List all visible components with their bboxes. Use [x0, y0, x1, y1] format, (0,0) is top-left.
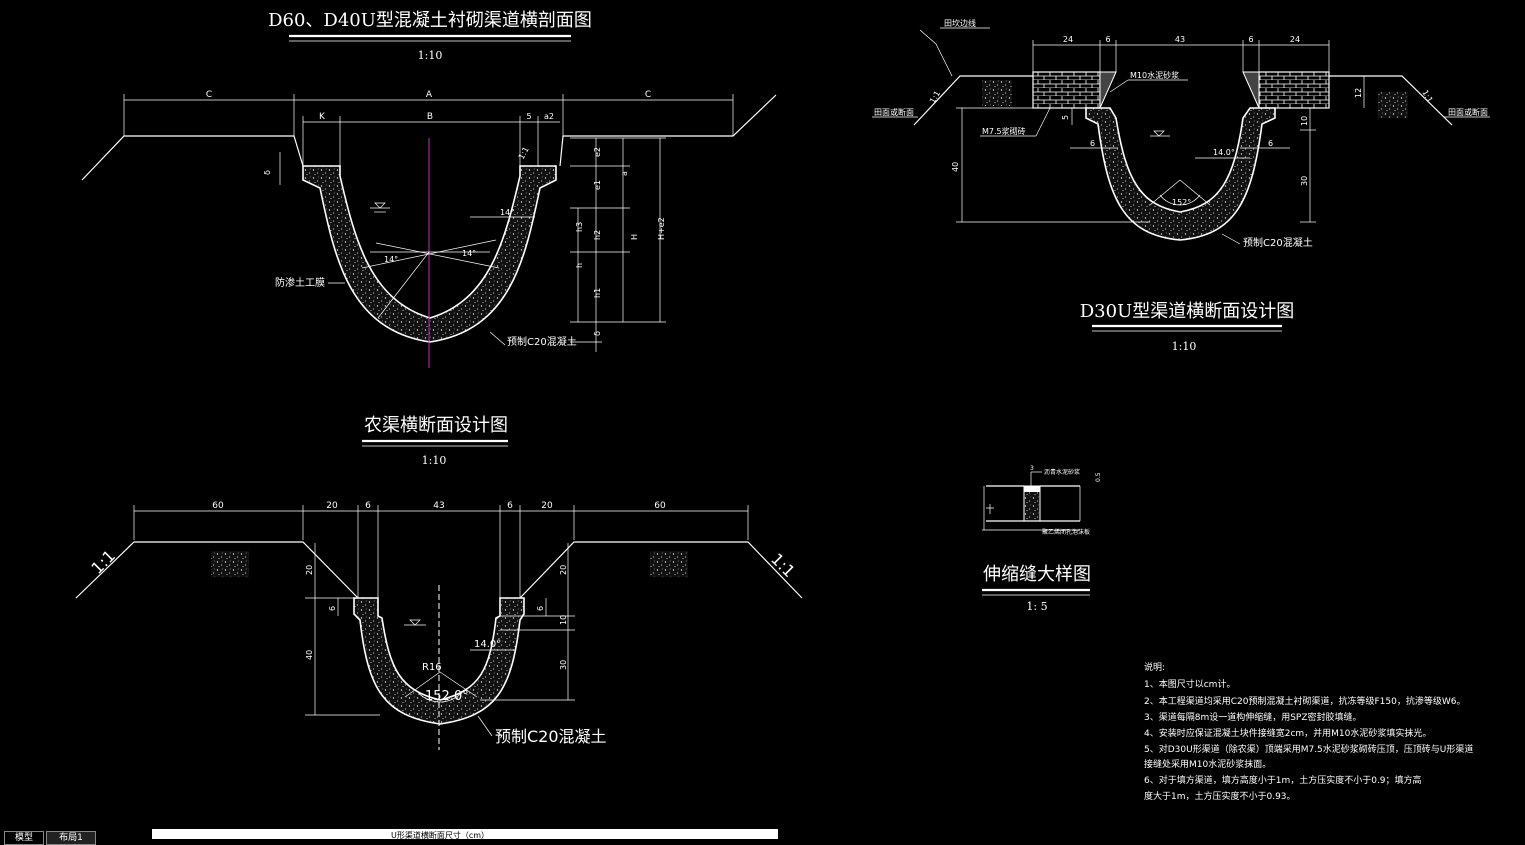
fig2-dim-left-20: 20 [305, 565, 314, 575]
fig2-dim-left-6: 6 [328, 606, 337, 611]
note-6b: 度大于1m，土方压实度不小于0.93。 [1144, 790, 1296, 802]
fig3-dim-ticks [1032, 40, 1330, 72]
note-4: 4、安装时应保证混凝土块件接缝宽2cm，并用M10水泥砂浆填实抹光。 [1144, 727, 1431, 739]
fig1-dim-5: 5 [526, 112, 531, 121]
fig3-dim-left-5: 5 [1061, 115, 1070, 120]
fig2-label-concrete: 预制C20混凝土 [495, 727, 607, 746]
fig3-dim-6-right: 6 [1248, 35, 1253, 44]
fig2-dim-20-left: 20 [326, 501, 338, 511]
fig1-dim-h3: h3 [575, 222, 584, 232]
notes-block: 说明: 1、本图尺寸以cm计。 2、本工程渠道均采用C20预制混凝土衬砌渠道，抗… [1144, 661, 1473, 802]
fig3-label-mortar: M10水泥砂浆 [1130, 70, 1179, 80]
fig2-dim-ticks [133, 505, 749, 598]
fig3-dim-right-10: 10 [1300, 116, 1309, 126]
fig2-dim-6-left: 6 [365, 501, 371, 511]
fig1-dim-h: h [575, 263, 584, 268]
fig4-dim-left: 3 [1030, 465, 1034, 472]
fig1-scale: 1:10 [418, 49, 443, 62]
note-3: 3、渠道每隔8m设一道构伸缩缝，用SPZ密封胶填缝。 [1144, 711, 1362, 723]
fig3-dim-right-12: 12 [1354, 88, 1363, 98]
fig1-angle-top: 14° [500, 208, 514, 217]
fig3-dim-6-left: 6 [1105, 35, 1110, 44]
fig2-dim-right-10: 10 [559, 615, 568, 625]
fig3-angle-side: 14.0° [1213, 148, 1235, 157]
notes-heading: 说明: [1144, 661, 1165, 673]
fig3-slope-left: 1:1 [928, 89, 942, 105]
fig1-dim-c-right: C [645, 90, 651, 100]
fig4-label-top: 沥青水泥砂浆 [1044, 468, 1080, 476]
fig3-dim-24-left: 24 [1063, 35, 1073, 44]
figure-3: 24 6 43 6 24 152° 14.0° 田坎边线 M10水泥砂浆 [872, 18, 1490, 353]
note-6: 6、对于填方渠道，填方高度小于1m，土方压实度不小于0.9；填方高 [1144, 774, 1422, 786]
fig1-dim-h2: h2 [593, 230, 602, 240]
fig3-dim-left-40: 40 [951, 162, 960, 172]
fig3-label-brick: M7.5浆砌砖 [982, 126, 1026, 136]
fig2-dim-43: 43 [433, 501, 444, 511]
fig1-dim-a2: a2 [544, 112, 554, 121]
fig3-angle-arc: 152° [1172, 198, 1191, 207]
fig1-label-membrane: 防渗土工膜 [275, 276, 325, 289]
fig3-title: D30U型渠道横断面设计图 [1080, 301, 1295, 322]
fig2-dim-left-40: 40 [305, 650, 314, 660]
note-5: 5、对D30U形渠道（除农渠）顶端采用M7.5水泥砂浆砌砖压顶，压顶砖与U形渠道 [1144, 743, 1473, 755]
fig3-dim-43: 43 [1175, 35, 1185, 44]
note-1: 1、本图尺寸以cm计。 [1144, 678, 1235, 690]
fig1-dim-He2: H+e2 [657, 217, 666, 240]
fig2-dim-20-right: 20 [541, 501, 553, 511]
fig1-dim-h1: h1 [593, 288, 602, 298]
figure-1: D60、D40U型混凝土衬砌渠道横剖面图 1:10 C A C K B 5 a2 [81, 10, 777, 368]
fig2-dim-6-right: 6 [507, 501, 513, 511]
fig3-label-surface-left: 田面或断面 [874, 107, 914, 117]
fig2-dim-60-right: 60 [654, 501, 666, 511]
fig1-dim-a: A [426, 90, 433, 100]
fig3-dim-24-right: 24 [1290, 35, 1300, 44]
footer-caption: U形渠道横断面尺寸（cm） [391, 830, 489, 840]
fig1-angle-right: 14° [462, 249, 476, 258]
fig3-scale: 1:10 [1172, 340, 1197, 353]
fig2-radius: R16 [422, 662, 442, 673]
footer-bar [152, 829, 778, 839]
fig1-slope: 1:1 [517, 145, 531, 161]
fig3-dim-right-30: 30 [1300, 176, 1309, 186]
fig2-scale: 1:10 [422, 454, 447, 467]
figure-4: 沥青水泥砂浆 聚乙烯闭孔泡沫板 3 0.5 伸缩缝大样图 1: 5 [982, 465, 1102, 613]
fig2-title: 农渠横断面设计图 [364, 415, 508, 436]
fig3-label-edge: 田坎边线 [944, 18, 976, 28]
figure-2: 农渠横断面设计图 1:10 60 20 6 43 6 20 60 1:1 1:1 [75, 415, 803, 750]
fig1-angle-left: 14° [384, 255, 398, 264]
fig3-dim-left-6: 6 [1090, 139, 1095, 148]
fig1-dim-b: B [427, 112, 433, 122]
fig3-dim-right-6: 6 [1268, 139, 1273, 148]
fig1-dim-a: a [620, 171, 629, 176]
fig1-dim-H: H [630, 234, 639, 240]
fig1-right-ticks [570, 137, 666, 343]
fig2-angle-side: 14.0° [474, 639, 501, 650]
fig1-title: D60、D40U型混凝土衬砌渠道横剖面图 [268, 10, 592, 31]
fig4-scale: 1: 5 [1026, 600, 1047, 613]
fig2-slope-left: 1:1 [87, 546, 119, 578]
fig1-label-concrete: 预制C20混凝土 [507, 335, 577, 348]
fig4-label-bottom: 聚乙烯闭孔泡沫板 [1042, 528, 1090, 536]
fig3-label-surface-right: 田面或断面 [1448, 107, 1488, 117]
fig1-dim-c-left: C [206, 90, 212, 100]
fig4-title: 伸缩缝大样图 [983, 564, 1091, 585]
note-5b: 接缝处采用M10水泥砂浆抹面。 [1144, 758, 1271, 770]
fig2-dim-right-30: 30 [559, 660, 568, 670]
fig3-label-concrete: 预制C20混凝土 [1243, 236, 1313, 249]
fig2-dim-60-left: 60 [212, 501, 224, 511]
fig1-dim-e1: e1 [593, 180, 602, 190]
fig2-slope-right: 1:1 [767, 549, 799, 581]
fig1-dim-delta-left: δ [263, 170, 272, 175]
layout-tabs: 模型 布局1 [0, 829, 1525, 845]
fig1-dim-k: K [319, 112, 326, 122]
fig2-dim-right-6: 6 [536, 606, 545, 611]
note-2: 2、本工程渠道均采用C20预制混凝土衬砌渠道，抗冻等级F150，抗渗等级W6。 [1144, 695, 1465, 707]
fig3-slope-right: 1:1 [1420, 89, 1434, 105]
fig2-angle-arc: 152.0° [425, 689, 469, 704]
fig4-dim-right: 0.5 [1095, 472, 1102, 482]
fig1-dim-e2: e2 [593, 147, 602, 157]
fig1-dim-delta: δ [593, 331, 602, 336]
fig2-dim-right-20: 20 [559, 565, 568, 575]
